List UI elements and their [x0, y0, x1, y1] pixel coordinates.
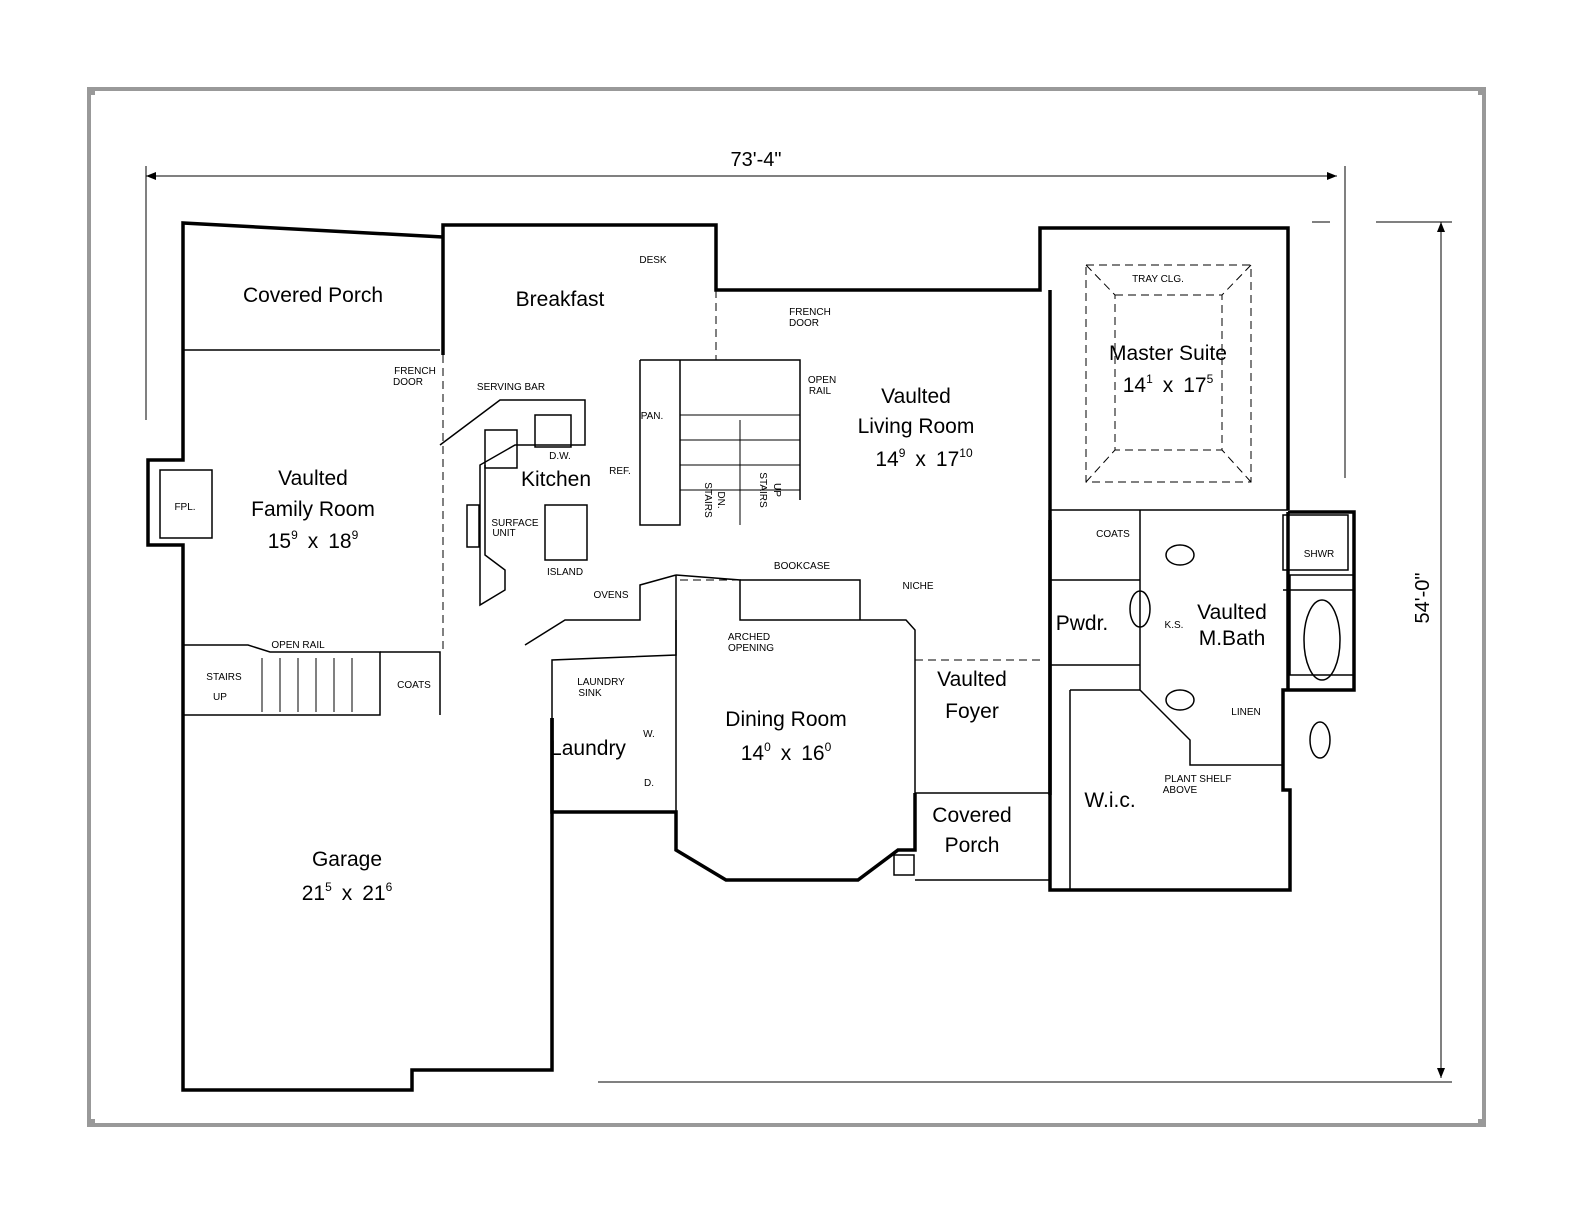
dishwasher-label: D.W.	[549, 451, 571, 462]
linen-label: LINEN	[1231, 707, 1260, 718]
tray-ceiling	[1085, 264, 1252, 483]
laundry-sink-label-b: SINK	[578, 688, 602, 699]
master-bath-label-1: Vaulted	[1197, 601, 1267, 624]
pantry-label: PAN.	[641, 411, 664, 422]
family-room-label-1: Vaulted	[278, 467, 348, 490]
foyer-label-2: Foyer	[945, 700, 999, 723]
front-covered-porch-label-1: Covered	[932, 804, 1011, 827]
french-door-label-2b: DOOR	[393, 377, 423, 388]
garage-coats-label: COATS	[397, 680, 431, 691]
plant-shelf-label-b: ABOVE	[1163, 785, 1198, 796]
stairs-down-label-b: DN.	[715, 491, 726, 508]
master-bath-label-2: M.Bath	[1199, 627, 1266, 650]
surface-unit-label-a: SURFACE	[491, 518, 539, 529]
family-room-label-2: Family Room	[251, 498, 375, 521]
front-covered-porch-label-2: Porch	[945, 834, 1000, 857]
depth-dimension-line: 54'-0"	[598, 221, 1452, 1083]
island-label: ISLAND	[547, 567, 583, 578]
laundry-label: Laundry	[550, 737, 626, 760]
laundry-sink-label-a: LAUNDRY	[577, 677, 625, 688]
french-door-label-2a: FRENCH	[394, 366, 436, 377]
arched-opening-label-b: OPENING	[728, 643, 774, 654]
french-door-label-1b: DOOR	[789, 318, 819, 329]
dryer-label: D.	[644, 778, 654, 789]
living-room-label-1: Vaulted	[881, 385, 951, 408]
stairs-main	[680, 414, 800, 525]
tray-ceiling-label: TRAY CLG.	[1132, 274, 1184, 285]
open-rail-top-label-a: OPEN	[808, 375, 836, 386]
open-rail-top-label-b: RAIL	[809, 386, 832, 397]
depth-dimension: 54'-0"	[1412, 573, 1434, 624]
washer-label: W.	[643, 729, 655, 740]
powder-room-label: Pwdr.	[1056, 612, 1109, 635]
knee-space-label: K.S.	[1165, 620, 1184, 631]
fireplace-label: FPL.	[174, 502, 195, 513]
refrigerator-label: REF.	[609, 466, 631, 477]
bath-fixtures	[1129, 514, 1355, 759]
width-dimension: 73'-4"	[731, 149, 782, 171]
width-dimension-line: 73'-4"	[145, 149, 1346, 478]
walk-in-closet-label: W.i.c.	[1084, 789, 1135, 812]
desk-label: DESK	[639, 255, 667, 266]
foyer-label-1: Vaulted	[937, 668, 1007, 691]
page-frame	[87, 87, 1486, 1127]
master-coats-label: COATS	[1096, 529, 1130, 540]
stairs-down-label-a: STAIRS	[702, 482, 713, 518]
surface-unit-label-b: UNIT	[492, 528, 515, 539]
dining-room-label: Dining Room	[725, 708, 846, 731]
interior-walls	[183, 290, 1354, 890]
french-door-label-1a: FRENCH	[789, 307, 831, 318]
open-rail-bottom-label: OPEN RAIL	[271, 640, 325, 651]
ovens-label: OVENS	[593, 590, 628, 601]
breakfast-label: Breakfast	[516, 288, 605, 311]
master-suite-label: Master Suite	[1109, 342, 1227, 365]
garage-label: Garage	[312, 848, 382, 871]
arched-opening-label-a: ARCHED	[728, 632, 770, 643]
kitchen-label: Kitchen	[521, 468, 591, 491]
kitchen-fixtures	[439, 399, 677, 646]
shower-label: SHWR	[1304, 549, 1335, 560]
plant-shelf-label-a: PLANT SHELF	[1164, 774, 1231, 785]
garage-stairs-label-b: UP	[213, 692, 227, 703]
bookcase-label: BOOKCASE	[774, 561, 830, 572]
stairs-up-label-b: UP	[771, 483, 782, 497]
serving-bar-label: SERVING BAR	[477, 382, 545, 393]
rear-covered-porch-label: Covered Porch	[243, 284, 383, 307]
stairs-garage	[261, 658, 353, 712]
stairs-up-label-a: STAIRS	[757, 472, 768, 508]
living-room-label-2: Living Room	[858, 415, 975, 438]
niche-label: NICHE	[902, 581, 933, 592]
garage-stairs-label-a: STAIRS	[206, 672, 242, 683]
